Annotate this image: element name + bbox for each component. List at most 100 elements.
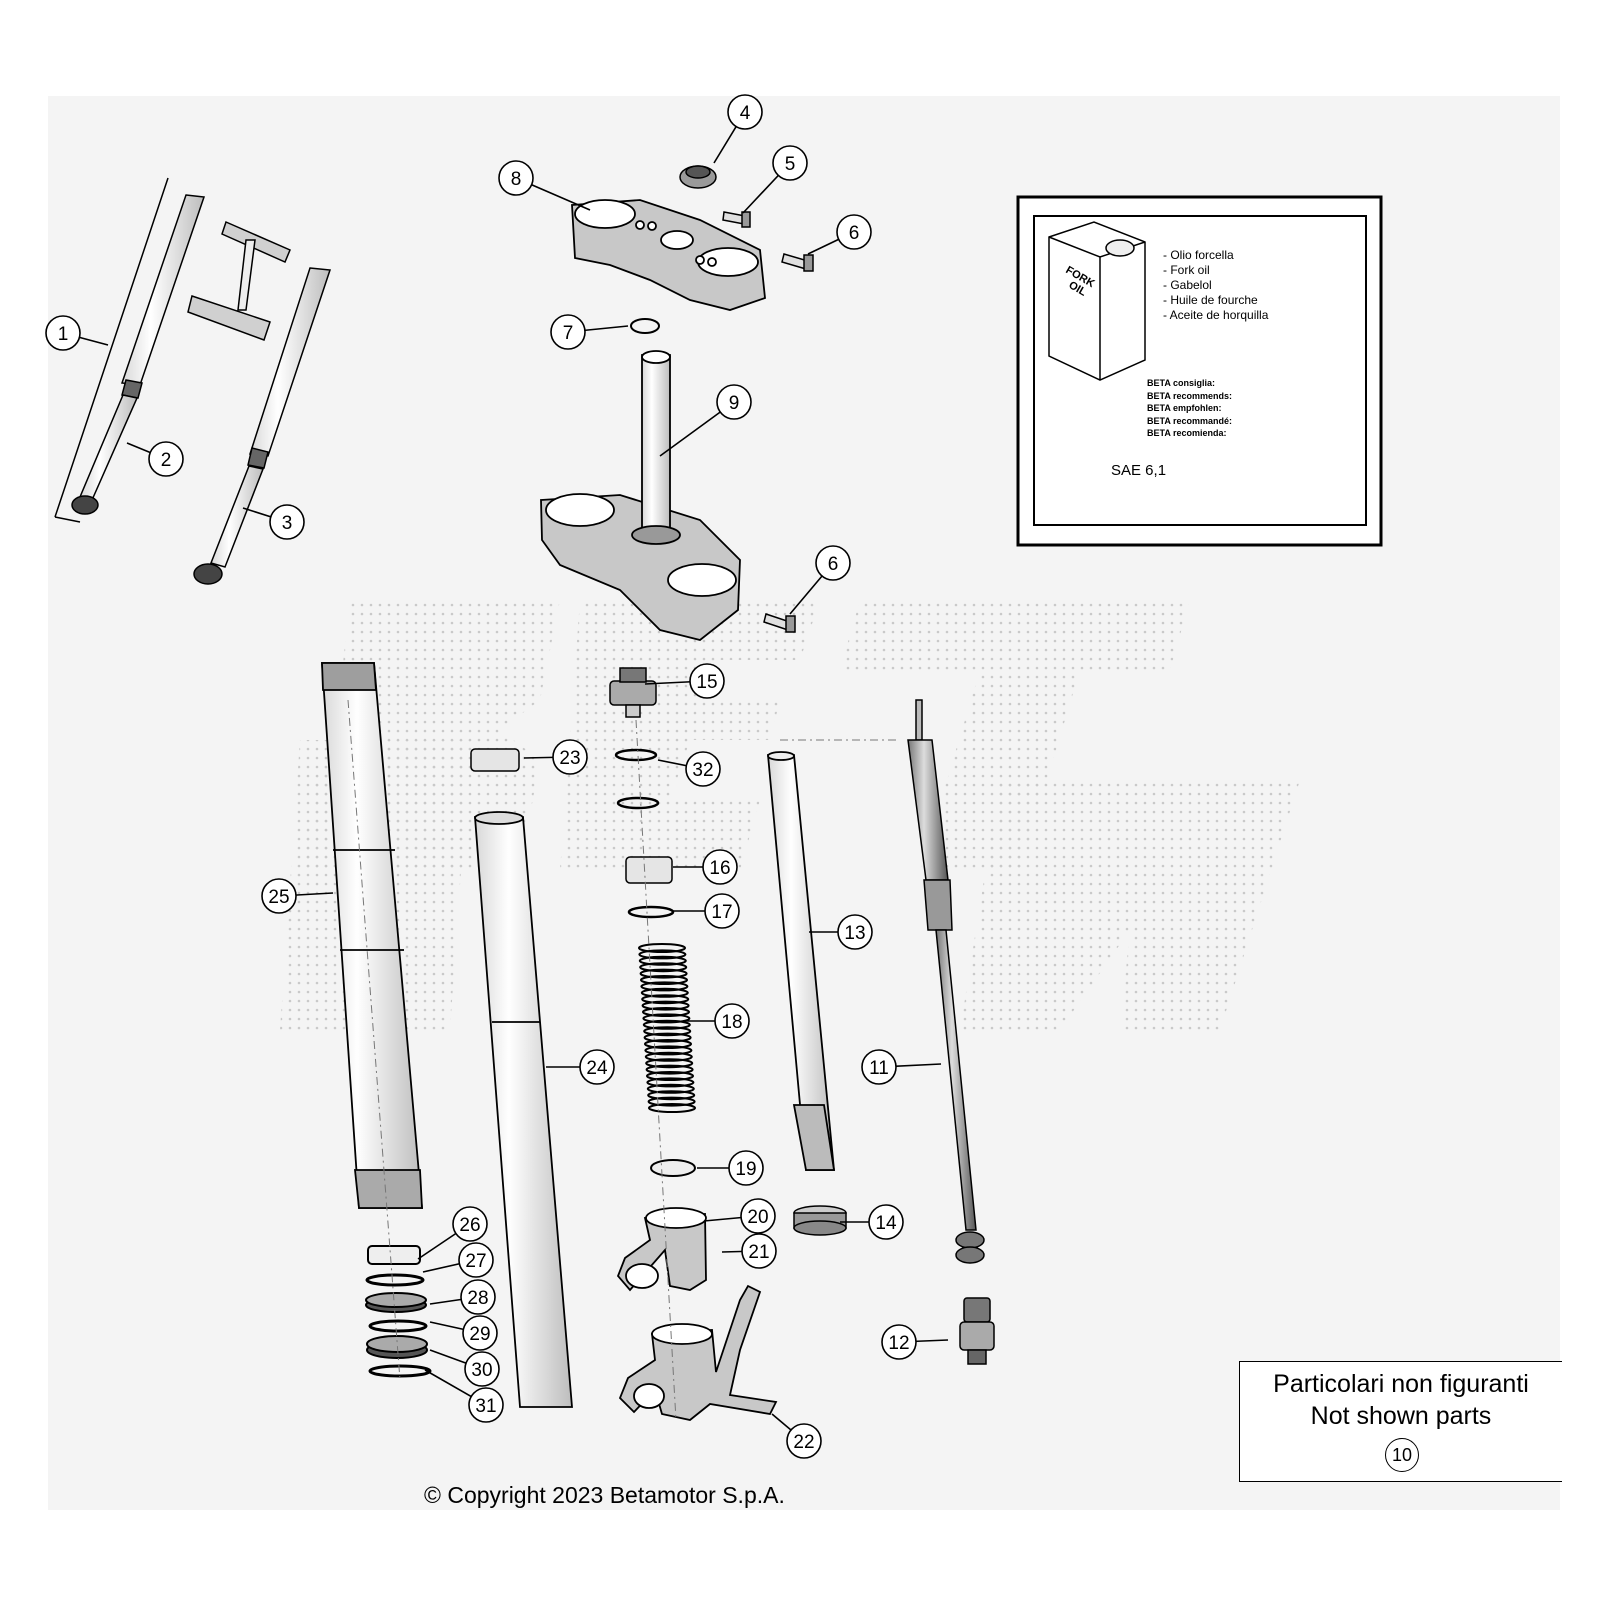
copyright-notice: © Copyright 2023 Betamotor S.p.A. <box>424 1482 785 1508</box>
recommend-list: BETA consiglia: BETA recommends: BETA em… <box>1147 377 1232 440</box>
washer <box>627 905 675 919</box>
spring-coil <box>648 1103 696 1113</box>
spring-coil <box>643 1032 692 1043</box>
callout-circle <box>837 914 873 950</box>
callout-circle <box>464 1351 500 1387</box>
callout-number: 29 <box>469 1324 490 1345</box>
callout-number: 7 <box>563 323 574 344</box>
callout-number: 6 <box>849 223 860 244</box>
fork-cap <box>609 667 657 718</box>
oil-type-en: - Fork oil <box>1163 263 1210 277</box>
recommend-fr: BETA recommandé: <box>1147 415 1233 426</box>
callout-circle <box>728 1150 764 1186</box>
seal-stack <box>365 1245 432 1378</box>
callout-number: 16 <box>709 858 730 879</box>
callout-circle <box>552 739 588 775</box>
not-shown-title-en: Not shown parts <box>1310 1402 1492 1430</box>
callout-circle <box>704 893 740 929</box>
recommend-es: BETA recomienda: <box>1147 428 1227 438</box>
spring-coil <box>642 1007 690 1017</box>
spring-coil <box>638 955 687 966</box>
callout-number: 21 <box>748 1242 769 1263</box>
callout-number: 18 <box>721 1012 742 1033</box>
spring-coil <box>645 1064 694 1075</box>
callout-23: 23 <box>523 739 588 775</box>
callout-circle <box>815 545 851 581</box>
callout-6: 6 <box>807 214 872 255</box>
spring-coil <box>646 1071 694 1081</box>
callout-circle <box>689 663 725 699</box>
callout-number: 31 <box>475 1396 496 1417</box>
callout-number: 12 <box>888 1333 909 1354</box>
bolt-side <box>781 253 814 272</box>
callout-circle <box>452 1206 488 1242</box>
callout-number: 11 <box>869 1058 889 1079</box>
callout-number: 20 <box>747 1207 768 1228</box>
bushing-top <box>470 748 520 772</box>
callout-circle <box>685 751 721 787</box>
fork-spring <box>638 943 696 1113</box>
callout-6: 6 <box>789 545 851 615</box>
callout-number: 23 <box>559 748 580 769</box>
spring-coil <box>643 1026 692 1037</box>
spring-coil <box>642 1013 691 1024</box>
callout-24: 24 <box>546 1049 615 1085</box>
oil-type-de: - Gabelol <box>1163 278 1212 292</box>
spring-coil <box>638 943 686 953</box>
callout-circle <box>460 1279 496 1315</box>
callout-7: 7 <box>550 314 629 350</box>
spring-coil <box>640 981 689 992</box>
spring-coil <box>639 962 688 973</box>
adjuster-nut <box>793 1205 847 1236</box>
lower-triple-clamp <box>540 350 741 641</box>
callout-circle <box>881 1324 917 1360</box>
callout-circle <box>740 1198 776 1234</box>
oil-type-es: - Aceite de horquilla <box>1163 308 1269 322</box>
callout-circle <box>550 314 586 350</box>
spring-coil <box>647 1090 696 1101</box>
oil-type-fr: - Huile de fourche <box>1163 293 1258 307</box>
callout-26: 26 <box>417 1206 488 1260</box>
axle-clamp <box>616 1207 707 1292</box>
guide-ring <box>650 1159 696 1177</box>
callout-circle <box>836 214 872 250</box>
callout-11: 11 <box>861 1049 942 1085</box>
callout-number: 8 <box>511 169 522 190</box>
oil-grade: SAE 6,1 <box>1111 462 1167 479</box>
recommend-it: BETA consiglia: <box>1147 378 1216 388</box>
bolt-upper <box>722 211 751 228</box>
snap-ring-1 <box>614 748 658 762</box>
spring-coil <box>640 975 688 985</box>
callout-28: 28 <box>429 1279 496 1315</box>
callout-circle <box>727 94 763 130</box>
outer-tube <box>321 662 423 1209</box>
callout-8: 8 <box>498 160 591 211</box>
callout-circle <box>716 384 752 420</box>
triple-clamp-mini <box>187 220 291 341</box>
callout-9: 9 <box>659 384 752 457</box>
spring-coil <box>640 987 689 998</box>
oil-type-list: - Olio forcella - Fork oil - Gabelol - H… <box>1163 248 1268 323</box>
callout-circle <box>714 1003 750 1039</box>
spring-coil <box>641 1000 690 1011</box>
callout-20: 20 <box>703 1198 776 1234</box>
callout-4: 4 <box>713 94 763 164</box>
callout-circle <box>786 1423 822 1459</box>
spring-coil <box>646 1083 695 1094</box>
not-shown-part-number: 10 <box>1385 1438 1419 1472</box>
callout-22: 22 <box>771 1413 822 1459</box>
callout-18: 18 <box>683 1003 750 1039</box>
spring-coil <box>641 994 690 1005</box>
callout-number: 14 <box>875 1213 897 1234</box>
callout-number: 28 <box>467 1288 488 1309</box>
callout-circle <box>702 849 738 885</box>
spring-coil <box>644 1045 693 1056</box>
callout-2: 2 <box>126 441 184 477</box>
fork-foot-bracket <box>618 1284 778 1421</box>
not-shown-title-it: Particolari non figuranti <box>1273 1370 1529 1398</box>
callout-circle <box>498 160 534 196</box>
callout-circle <box>861 1049 897 1085</box>
callout-13: 13 <box>809 914 873 950</box>
